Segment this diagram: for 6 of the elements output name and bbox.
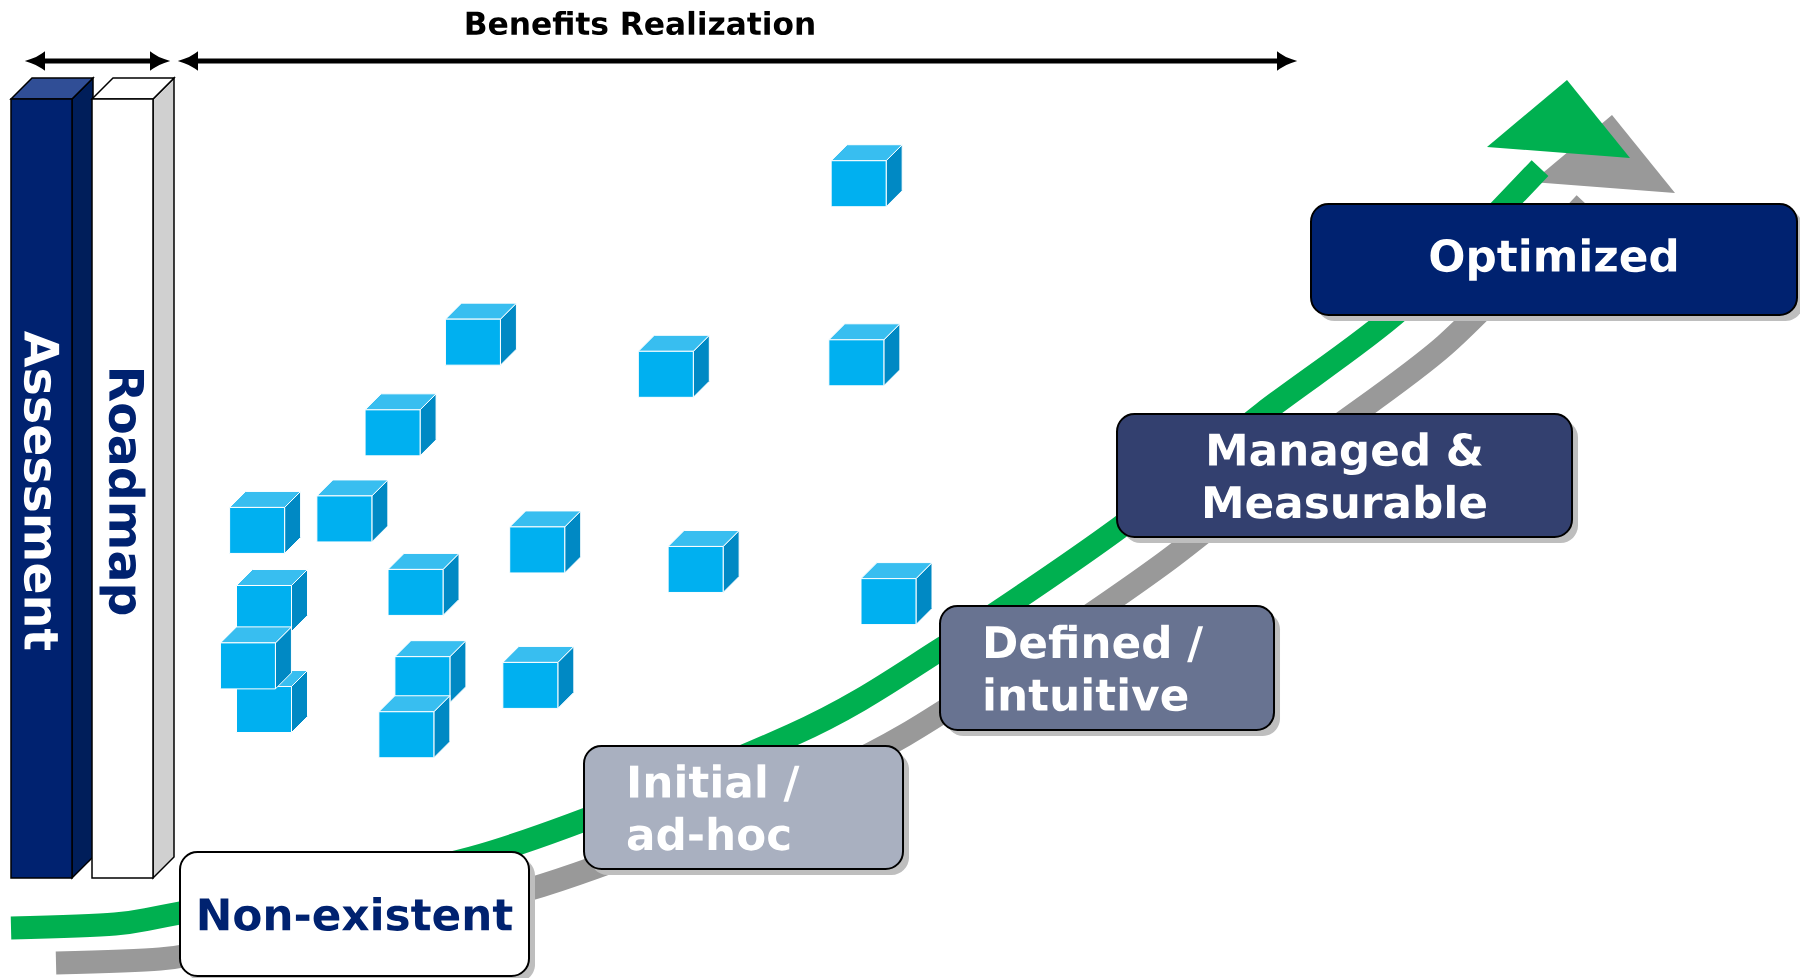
maturity-box: Defined / intuitive <box>939 605 1280 736</box>
maturity-box: Initial / ad-hoc <box>583 745 909 875</box>
maturity-box: Optimized <box>1310 203 1800 321</box>
maturity-box: Non-existent <box>179 851 535 978</box>
heading: Benefits Realization <box>466 10 814 36</box>
maturity-box: Managed & Measurable <box>1116 413 1578 543</box>
